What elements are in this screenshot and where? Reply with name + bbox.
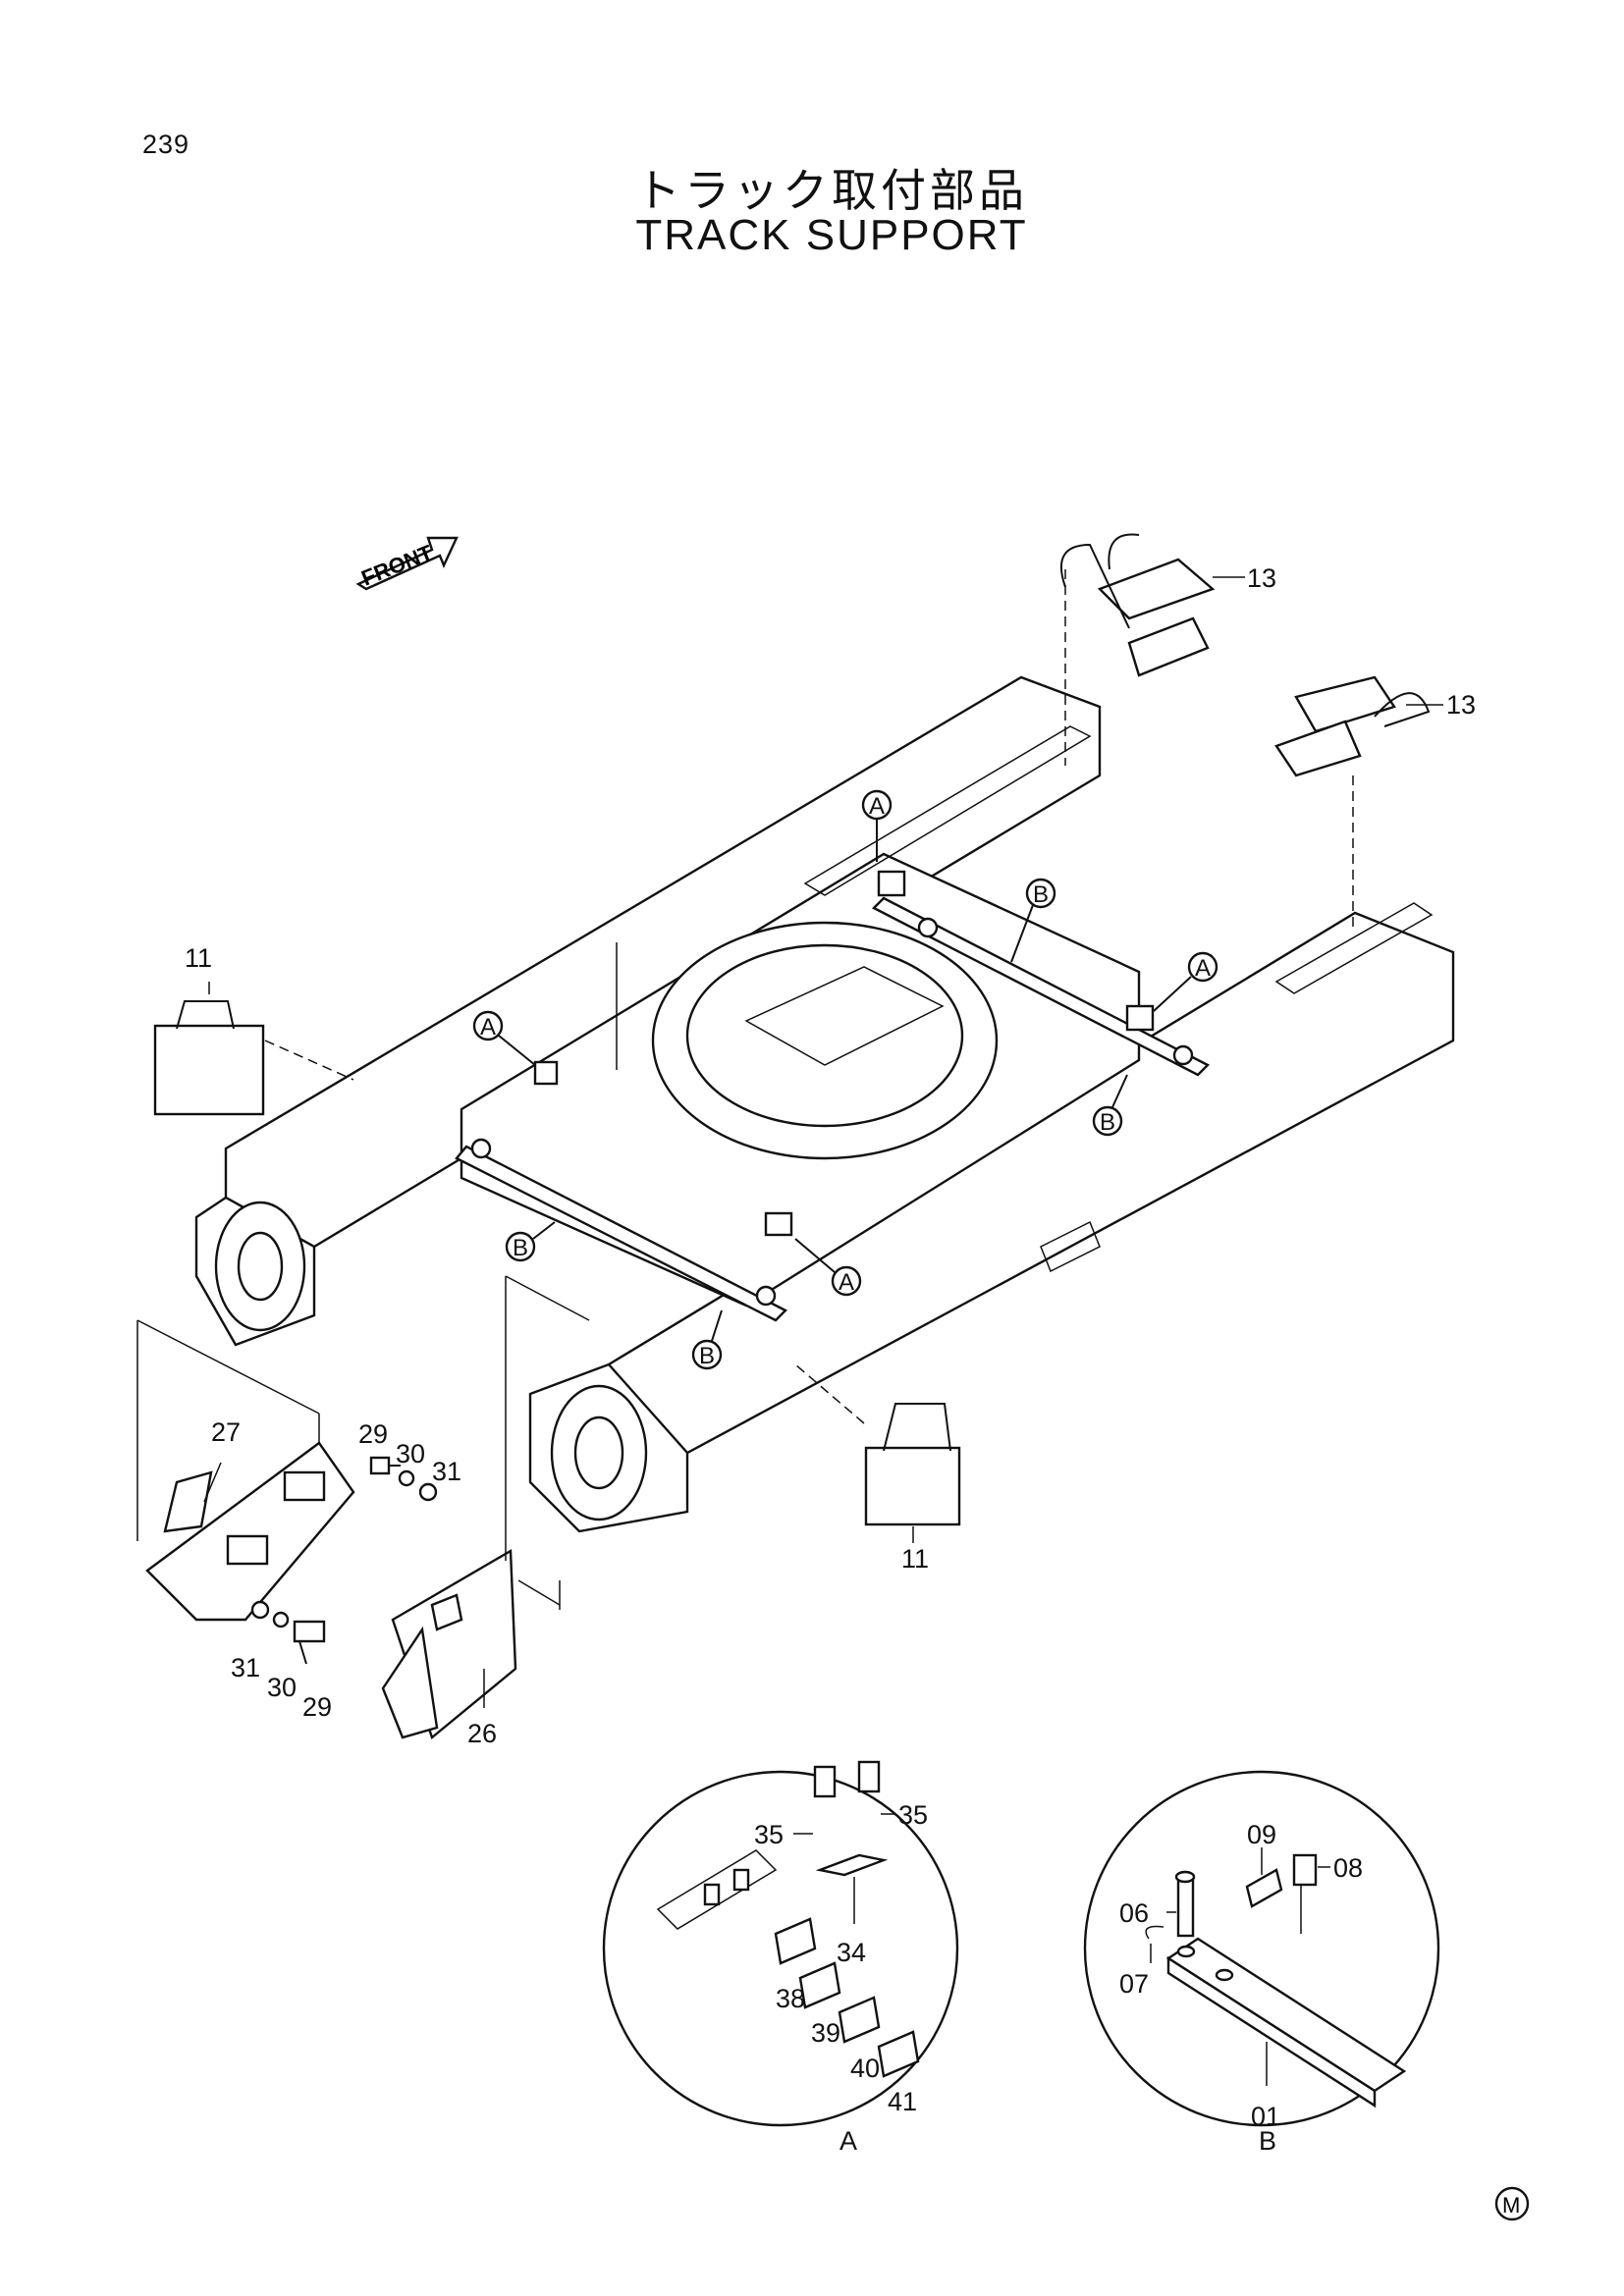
ref-a-1: A (861, 789, 893, 862)
svg-text:B: B (1100, 1109, 1115, 1136)
guard-13-upper (1060, 533, 1216, 677)
svg-text:A: A (839, 1269, 854, 1296)
ref-b-2: B (1092, 1074, 1128, 1137)
svg-text:B: B (513, 1235, 528, 1261)
callout-26: 26 (467, 1719, 497, 1748)
callout-35-right: 35 (898, 1800, 928, 1830)
callout-07: 07 (1119, 1969, 1149, 1999)
detail-b (1083, 1770, 1440, 2127)
callout-31-upper: 31 (432, 1457, 461, 1486)
callout-34: 34 (837, 1938, 866, 1967)
ref-b-3: B (505, 1221, 556, 1262)
hardware-upper (369, 1456, 438, 1502)
track-frame (194, 569, 1455, 1533)
callout-27: 27 (211, 1417, 241, 1447)
svg-text:A: A (869, 793, 885, 820)
part-11-right (864, 1403, 961, 1526)
callout-08: 08 (1333, 1853, 1363, 1883)
detail-a-label: A (839, 2126, 857, 2156)
svg-text:A: A (480, 1014, 496, 1041)
detail-a (602, 1760, 959, 2127)
callout-06: 06 (1119, 1898, 1149, 1928)
ref-a-2: A (1153, 951, 1218, 1012)
detail-b-label: B (1259, 2126, 1276, 2156)
ref-b-4: B (691, 1309, 723, 1370)
front-label: FRONT (358, 540, 437, 591)
callout-35-left: 35 (754, 1820, 784, 1849)
svg-text:B: B (1033, 881, 1049, 908)
callout-13-upper: 13 (1247, 563, 1276, 593)
title-english: TRACK SUPPORT (635, 211, 1028, 259)
callout-29-upper: 29 (358, 1419, 388, 1449)
ref-a-3: A (472, 1010, 536, 1066)
guard-13-right (1274, 675, 1431, 777)
callout-31-lower: 31 (231, 1653, 260, 1682)
callout-38: 38 (776, 1984, 805, 2013)
callout-09: 09 (1247, 1820, 1276, 1849)
part-26-plate (381, 1548, 517, 1740)
callout-30-upper: 30 (396, 1439, 425, 1468)
title-japanese: トラック取付部品 (635, 164, 1028, 217)
manufacturer-mark: M (1494, 2186, 1530, 2221)
page-number: 239 (142, 130, 190, 159)
part-11-left (153, 1000, 265, 1116)
callout-39: 39 (811, 2018, 840, 2048)
svg-text:B: B (699, 1343, 715, 1369)
callout-13-right: 13 (1446, 690, 1476, 720)
ref-a-4: A (794, 1238, 862, 1297)
callout-01: 01 (1251, 2102, 1280, 2131)
callout-29-lower: 29 (302, 1692, 332, 1722)
callout-41: 41 (888, 2087, 917, 2116)
front-arrow: FRONT (355, 536, 459, 591)
svg-text:M: M (1502, 2193, 1520, 2217)
callout-30-lower: 30 (267, 1673, 297, 1702)
callout-11-right: 11 (901, 1544, 929, 1574)
callout-40: 40 (850, 2054, 880, 2083)
part-27-plate (145, 1441, 355, 1622)
callout-11-left: 11 (185, 943, 212, 973)
svg-text:A: A (1195, 955, 1211, 982)
hardware-lower (250, 1600, 326, 1665)
ref-b-1: B (1010, 878, 1056, 963)
